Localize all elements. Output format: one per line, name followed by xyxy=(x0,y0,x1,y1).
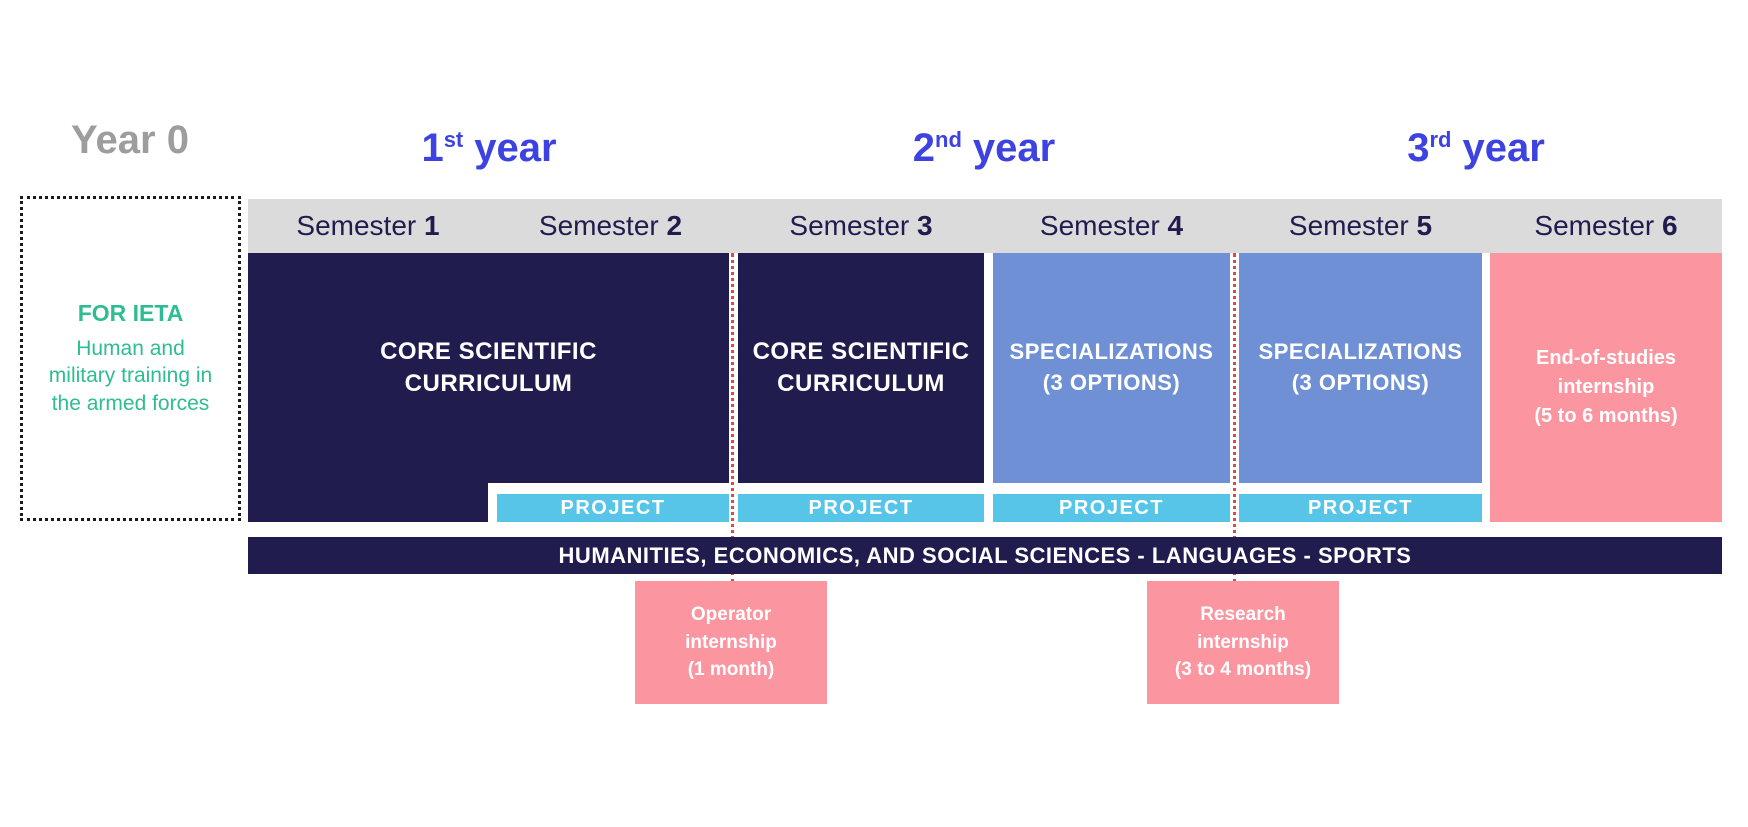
ieta-description: Human and military training in the armed… xyxy=(48,337,213,415)
semester-5-header: Semester 5 xyxy=(1239,199,1482,253)
year-0-label: Year 0 xyxy=(25,112,235,168)
year-3-ordinal: rd xyxy=(1429,127,1452,152)
semester-4-header: Semester 4 xyxy=(993,199,1230,253)
semester-3-word: Semester xyxy=(789,210,910,241)
semester-3-number: 3 xyxy=(917,210,933,241)
end-of-studies-internship-block: End-of-studies internship (5 to 6 months… xyxy=(1490,253,1722,522)
year-0-text: Year 0 xyxy=(71,118,189,162)
year-divider-2 xyxy=(1233,253,1236,583)
project-bar-sem4: PROJECT xyxy=(993,494,1230,522)
year-divider-1 xyxy=(731,253,734,583)
ieta-dotted-box: FOR IETA Human and military training in … xyxy=(20,196,241,521)
semester-6-header: Semester 6 xyxy=(1490,199,1722,253)
semester-5-word: Semester xyxy=(1288,210,1409,241)
project-bar-sem2: PROJECT xyxy=(497,494,729,522)
specializations-sem5-block: SPECIALIZATIONS (3 OPTIONS) xyxy=(1239,253,1482,483)
core-curriculum-year1-block: CORE SCIENTIFIC CURRICULUM xyxy=(248,253,729,483)
semester-1-word: Semester xyxy=(296,210,417,241)
semester-3-header: Semester 3 xyxy=(738,199,984,253)
semester-1-header: Semester 1 xyxy=(248,199,488,253)
ieta-title: FOR IETA xyxy=(77,300,184,327)
project-bar-sem5: PROJECT xyxy=(1239,494,1482,522)
core-curriculum-sem3-block: CORE SCIENTIFIC CURRICULUM xyxy=(738,253,984,483)
semester-6-number: 6 xyxy=(1662,210,1678,241)
semester-4-word: Semester xyxy=(1039,210,1160,241)
semester-5-number: 5 xyxy=(1416,210,1433,241)
semester-2-word: Semester xyxy=(538,210,659,241)
core-curriculum-year1-extension xyxy=(248,483,488,522)
year-2-number: 2 xyxy=(912,126,936,170)
year-2-word: year xyxy=(972,126,1056,170)
semester-2-header: Semester 2 xyxy=(488,199,733,253)
specializations-sem4-block: SPECIALIZATIONS (3 OPTIONS) xyxy=(993,253,1230,483)
semester-1-number: 1 xyxy=(424,210,440,241)
semester-6-word: Semester xyxy=(1534,210,1655,241)
year-1-word: year xyxy=(474,126,557,170)
year-1-number: 1 xyxy=(421,126,444,170)
semester-4-number: 4 xyxy=(1167,210,1184,241)
project-bar-sem3: PROJECT xyxy=(738,494,984,522)
semester-2-number: 2 xyxy=(666,210,683,241)
research-internship-box: Research internship (3 to 4 months) xyxy=(1147,581,1339,704)
year-2-ordinal: nd xyxy=(935,127,962,152)
humanities-bar: HUMANITIES, ECONOMICS, AND SOCIAL SCIENC… xyxy=(248,537,1722,574)
year-1-ordinal: st xyxy=(443,127,464,152)
year-3-word: year xyxy=(1462,126,1545,170)
year-3-number: 3 xyxy=(1407,126,1430,170)
semester-header-bar xyxy=(248,199,1722,253)
operator-internship-box: Operator internship (1 month) xyxy=(635,581,827,704)
